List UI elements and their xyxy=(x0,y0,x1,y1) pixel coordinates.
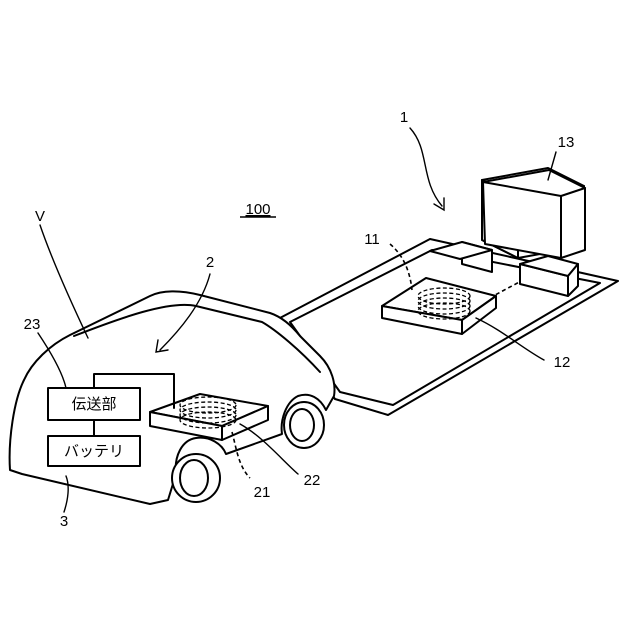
ref-13: 13 xyxy=(558,134,575,151)
transmission-unit: 伝送部 xyxy=(48,388,140,420)
ref-V: V xyxy=(35,208,45,225)
power-supply-unit xyxy=(430,168,585,296)
ref-2: 2 xyxy=(206,254,214,271)
ref-22: 22 xyxy=(304,472,321,489)
ref-12: 12 xyxy=(554,354,571,371)
ref-1: 1 xyxy=(400,109,408,126)
leader-ground-pad xyxy=(476,318,544,360)
ref-100: 100 xyxy=(245,201,270,218)
transmission-label: 伝送部 xyxy=(71,396,116,413)
battery-label: バッテリ xyxy=(64,443,124,460)
ref-21: 21 xyxy=(254,484,271,501)
battery-unit: バッテリ xyxy=(48,436,140,466)
ref-23: 23 xyxy=(24,316,41,333)
ground-pad xyxy=(382,278,496,334)
ref-3: 3 xyxy=(60,513,68,530)
leader-vehicle xyxy=(40,225,88,338)
ref-11: 11 xyxy=(364,231,380,248)
arrow-ground-unit xyxy=(410,128,444,210)
